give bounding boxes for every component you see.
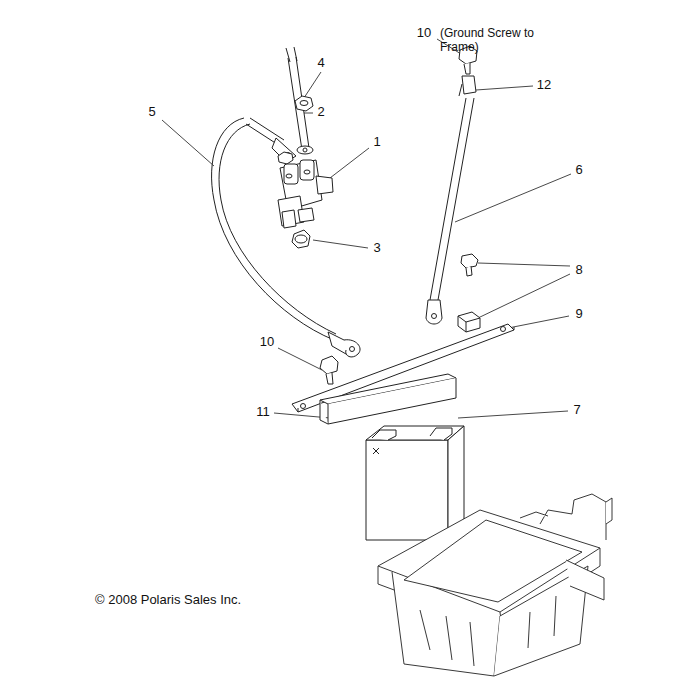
ground-cable bbox=[426, 76, 476, 324]
callout-number: 10 bbox=[260, 334, 274, 350]
callout-number: 7 bbox=[573, 402, 580, 418]
callout-number: 9 bbox=[575, 306, 582, 322]
battery bbox=[366, 426, 464, 540]
battery-box bbox=[378, 494, 612, 676]
callout-number: 5 bbox=[148, 104, 155, 120]
cable bbox=[212, 118, 360, 357]
nut bbox=[278, 96, 313, 164]
callout-number: 11 bbox=[256, 404, 270, 420]
callout-number: 12 bbox=[537, 77, 551, 93]
leader-lines bbox=[162, 39, 571, 418]
bolt bbox=[292, 230, 310, 248]
callout-number: 4 bbox=[317, 55, 324, 71]
note-text: (Ground Screw to Frame) bbox=[440, 26, 540, 55]
bolt bbox=[458, 254, 480, 332]
cable bbox=[286, 47, 313, 154]
copyright-text: © 2008 Polaris Sales Inc. bbox=[95, 592, 241, 608]
callout-number: 8 bbox=[575, 262, 582, 278]
callout-number: 10 bbox=[417, 25, 431, 41]
battery-pad bbox=[320, 374, 456, 424]
callout-number: 2 bbox=[317, 104, 324, 120]
callout-number: 6 bbox=[575, 162, 582, 178]
bolt bbox=[320, 356, 338, 384]
callout-number: 1 bbox=[373, 134, 380, 150]
solenoid bbox=[278, 160, 333, 228]
callout-number: 3 bbox=[373, 240, 380, 256]
